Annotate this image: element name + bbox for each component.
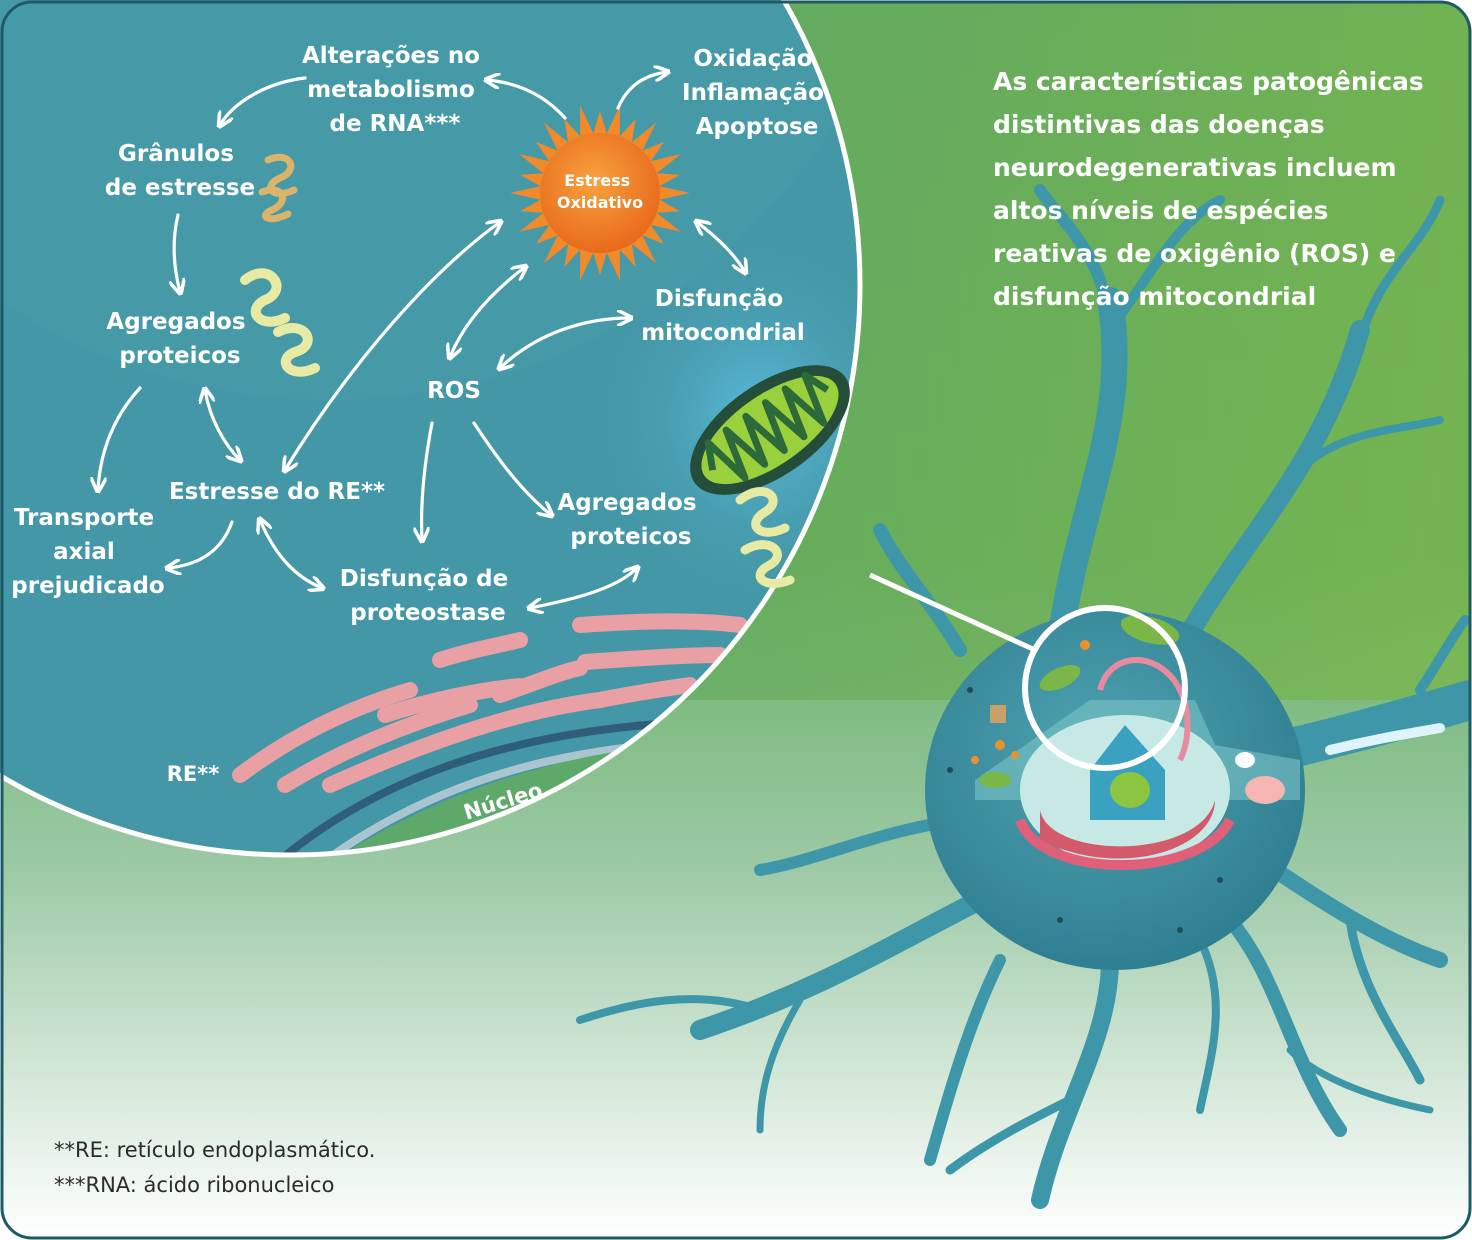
axon-highlight: [1325, 723, 1445, 755]
arrow-granules-to-aggregates: [174, 213, 180, 292]
label-proteostasis: Disfunção de proteostase: [340, 566, 516, 626]
arrow-sun-to-oxidation: [616, 72, 667, 110]
neuron-cell-body: [925, 610, 1305, 970]
label-axonal-transport: Transporte axial prejudicado: [11, 505, 164, 599]
label-protein-aggregates-right: Agregados proteicos: [557, 490, 704, 550]
label-stress-granules: Grânulos de estresse: [105, 141, 255, 201]
label-ros: ROS: [427, 378, 481, 404]
footnotes: **RE: retículo endoplasmático. ***RNA: á…: [54, 1138, 382, 1197]
oxidative-stress-sun: [510, 105, 690, 281]
arrow-er-stress-sun: [285, 222, 500, 470]
mitochondrion: [690, 365, 850, 495]
zoom-connector-line: [868, 572, 1037, 653]
zoom-target-circle: [1022, 605, 1188, 771]
flow-arrows: [98, 72, 745, 608]
endoplasmic-reticulum: [232, 613, 748, 793]
label-protein-aggregates-left: Agregados proteicos: [106, 309, 253, 369]
arrow-er-stress-proteostasis: [260, 520, 322, 588]
arrow-ros-sun: [450, 267, 525, 357]
neuron-dendrites: [576, 184, 1470, 1209]
label-oxidative-stress: Estress Oxidativo: [557, 171, 643, 212]
arrow-ros-mito: [500, 318, 630, 368]
arrow-aggregates-er-stress: [205, 390, 240, 460]
label-er: RE**: [167, 762, 219, 786]
arrow-sun-to-rna: [487, 80, 567, 120]
label-mito-dysfunction: Disfunção mitocondrial: [641, 286, 805, 346]
arrow-ros-to-proteostasis: [422, 421, 434, 540]
arrow-er-stress-to-axonal: [168, 520, 234, 568]
arrow-sun-mito: [697, 222, 745, 272]
label-rna-alterations: Alterações no metabolismo de RNA***: [302, 43, 488, 137]
label-oxidation: Oxidação Inflamação Apoptose: [682, 46, 832, 140]
label-er-stress: Estresse do RE**: [169, 479, 385, 505]
arrow-proteostasis-aggregates: [530, 568, 637, 608]
arrow-rna-to-granules: [220, 76, 307, 125]
description-text: As características patogênicas distintiv…: [993, 67, 1433, 311]
arrow-aggregates-to-axonal: [98, 386, 142, 490]
arrow-ros-to-aggregates: [472, 421, 551, 515]
